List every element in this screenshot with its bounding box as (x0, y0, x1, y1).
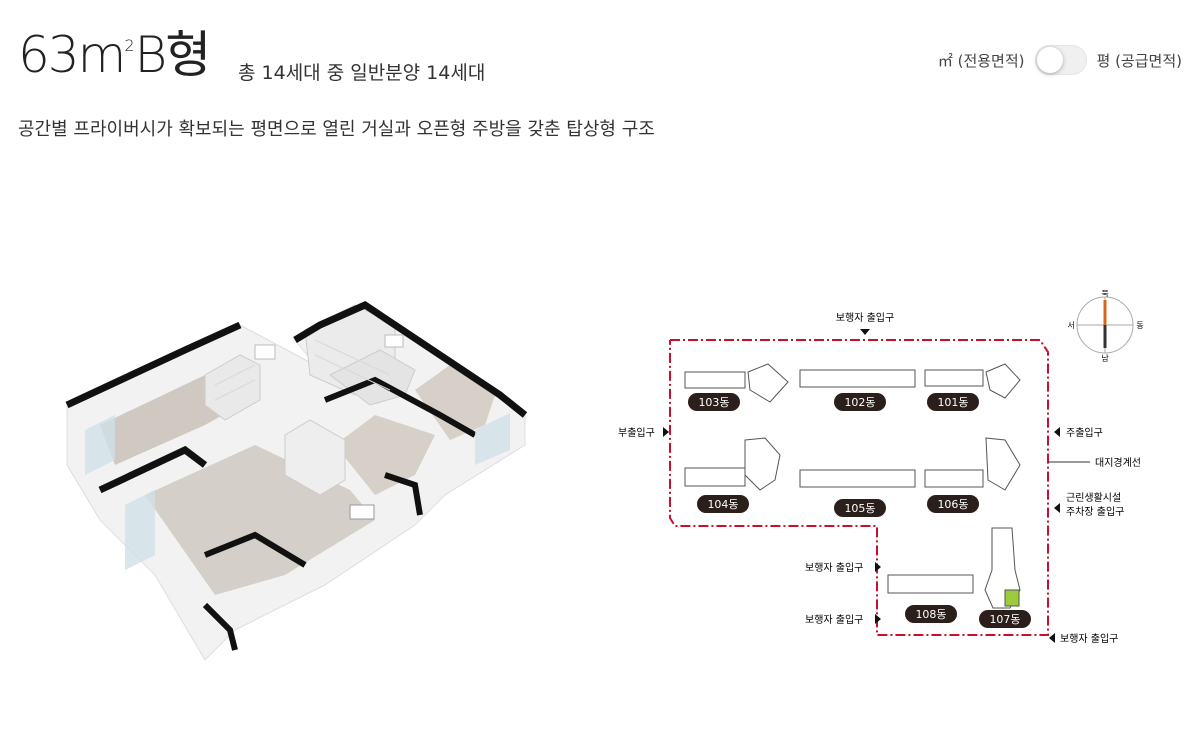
unit-toggle: ㎡ (전용면적) 평 (공급면적) (938, 45, 1182, 75)
unit-label-sqm: ㎡ (전용면적) (937, 51, 1025, 70)
svg-text:107동: 107동 (989, 613, 1020, 626)
site-plan: 북 남 서 동 보행자 출입구 부출입구 주출입구 대지경계선 근린생활시설 주… (618, 290, 1144, 645)
label-pedestrian-left-2: 보행자 출입구 (805, 613, 863, 626)
label-pedestrian-left-1: 보행자 출입구 (805, 561, 863, 574)
unit-switch[interactable] (1034, 45, 1087, 75)
building-badge-106: 106동 (927, 495, 979, 513)
label-side-entrance: 부출입구 (618, 426, 655, 439)
unit-label-pyeong: 평 (공급면적) (1096, 51, 1182, 70)
svg-text:108동: 108동 (915, 608, 946, 621)
svg-text:106동: 106동 (937, 498, 968, 511)
building-badge-103: 103동 (688, 393, 740, 411)
building-badge-105: 105동 (834, 499, 886, 517)
building-badge-101: 101동 (927, 393, 979, 411)
compass-east: 동 (1136, 321, 1143, 330)
household-summary: 총 14세대 중 일반분양 14세대 (238, 62, 486, 84)
svg-text:101동: 101동 (937, 396, 968, 409)
compass-west: 서 (1067, 321, 1074, 330)
label-facility: 근린생활시설 (1066, 491, 1121, 504)
building-badge-104: 104동 (697, 495, 749, 513)
svg-text:105동: 105동 (844, 502, 875, 515)
svg-text:103동: 103동 (698, 396, 729, 409)
switch-knob (1036, 47, 1063, 73)
highlight-unit (1004, 589, 1020, 607)
label-parking: 주차장 출입구 (1066, 505, 1124, 518)
building-badge-108: 108동 (905, 605, 957, 623)
compass-north: 북 (1101, 290, 1108, 298)
building-badge-107: 107동 (979, 610, 1031, 628)
compass-south: 남 (1101, 354, 1109, 363)
label-top-pedestrian: 보행자 출입구 (836, 311, 894, 324)
plan-description: 공간별 프라이버시가 확보되는 평면으로 열린 거실과 오픈형 주방을 갖춘 탑… (18, 119, 655, 140)
site-boundary-line (669, 339, 1049, 636)
svg-text:102동: 102동 (844, 396, 875, 409)
compass: 북 남 서 동 (1067, 290, 1143, 363)
label-pedestrian-bottom: 보행자 출입구 (1060, 632, 1118, 645)
building-badge-102: 102동 (834, 393, 886, 411)
label-main-entrance: 주출입구 (1066, 426, 1103, 439)
floorplan-3d-image (65, 301, 528, 661)
page-title: 63m2B형 (18, 26, 211, 84)
svg-text:104동: 104동 (707, 498, 738, 511)
label-boundary: 대지경계선 (1095, 456, 1141, 469)
